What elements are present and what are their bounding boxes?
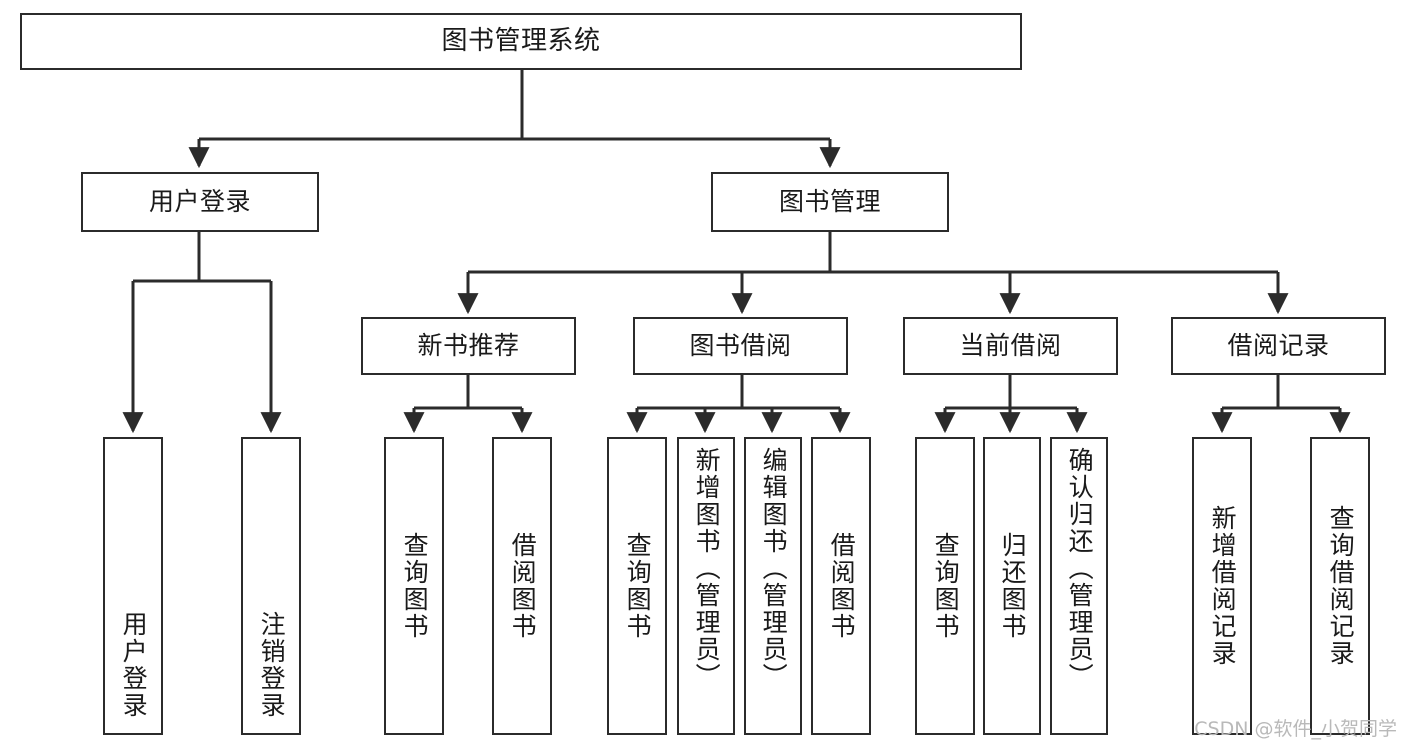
leaf-query-book-current[interactable]: 查询图书 — [915, 437, 975, 735]
csdn-watermark: CSDN @软件_小贺同学 — [1194, 718, 1397, 740]
leaf-user-login-label: 用户登录 — [119, 611, 149, 719]
node-new-book-recommend[interactable]: 新书推荐 — [361, 317, 576, 375]
leaf-logout[interactable]: 注销登录 — [241, 437, 301, 735]
leaf-query-record[interactable]: 查询借阅记录 — [1310, 437, 1370, 735]
leaf-borrow-book-borrow-label: 借阅图书 — [827, 532, 857, 640]
leaf-return-book-label: 归还图书 — [998, 532, 1028, 640]
node-borrow-record-label: 借阅记录 — [1227, 331, 1330, 361]
node-user-login-label: 用户登录 — [148, 187, 251, 217]
node-new-book-recommend-label: 新书推荐 — [417, 331, 520, 361]
leaf-add-book[interactable]: 新增图书（管理员） — [677, 437, 735, 735]
leaf-confirm-return[interactable]: 确认归还（管理员） — [1050, 437, 1108, 735]
leaf-query-book-borrow-label: 查询图书 — [623, 532, 653, 640]
node-book-management[interactable]: 图书管理 — [711, 172, 949, 232]
leaf-borrow-book-borrow[interactable]: 借阅图书 — [811, 437, 871, 735]
node-borrow-record[interactable]: 借阅记录 — [1171, 317, 1386, 375]
leaf-logout-label: 注销登录 — [257, 611, 287, 719]
node-book-management-label: 图书管理 — [778, 187, 881, 217]
node-book-borrow[interactable]: 图书借阅 — [633, 317, 848, 375]
leaf-edit-book-label: 编辑图书（管理员） — [759, 447, 789, 690]
leaf-edit-book[interactable]: 编辑图书（管理员） — [744, 437, 802, 735]
node-current-borrow-label: 当前借阅 — [959, 331, 1062, 361]
leaf-add-record[interactable]: 新增借阅记录 — [1192, 437, 1252, 735]
node-root-label: 图书管理系统 — [441, 26, 601, 57]
leaf-query-record-label: 查询借阅记录 — [1326, 505, 1356, 667]
node-user-login[interactable]: 用户登录 — [81, 172, 319, 232]
leaf-query-book-newbook-label: 查询图书 — [400, 532, 430, 640]
leaf-query-book-current-label: 查询图书 — [931, 532, 961, 640]
node-root[interactable]: 图书管理系统 — [20, 13, 1022, 70]
leaf-add-record-label: 新增借阅记录 — [1208, 505, 1238, 667]
leaf-query-book-borrow[interactable]: 查询图书 — [607, 437, 667, 735]
leaf-borrow-book-newbook-label: 借阅图书 — [508, 532, 538, 640]
node-book-borrow-label: 图书借阅 — [689, 331, 792, 361]
leaf-user-login[interactable]: 用户登录 — [103, 437, 163, 735]
leaf-confirm-return-label: 确认归还（管理员） — [1065, 447, 1095, 690]
leaf-query-book-newbook[interactable]: 查询图书 — [384, 437, 444, 735]
leaf-add-book-label: 新增图书（管理员） — [692, 447, 722, 690]
leaf-return-book[interactable]: 归还图书 — [983, 437, 1041, 735]
node-current-borrow[interactable]: 当前借阅 — [903, 317, 1118, 375]
leaf-borrow-book-newbook[interactable]: 借阅图书 — [492, 437, 552, 735]
